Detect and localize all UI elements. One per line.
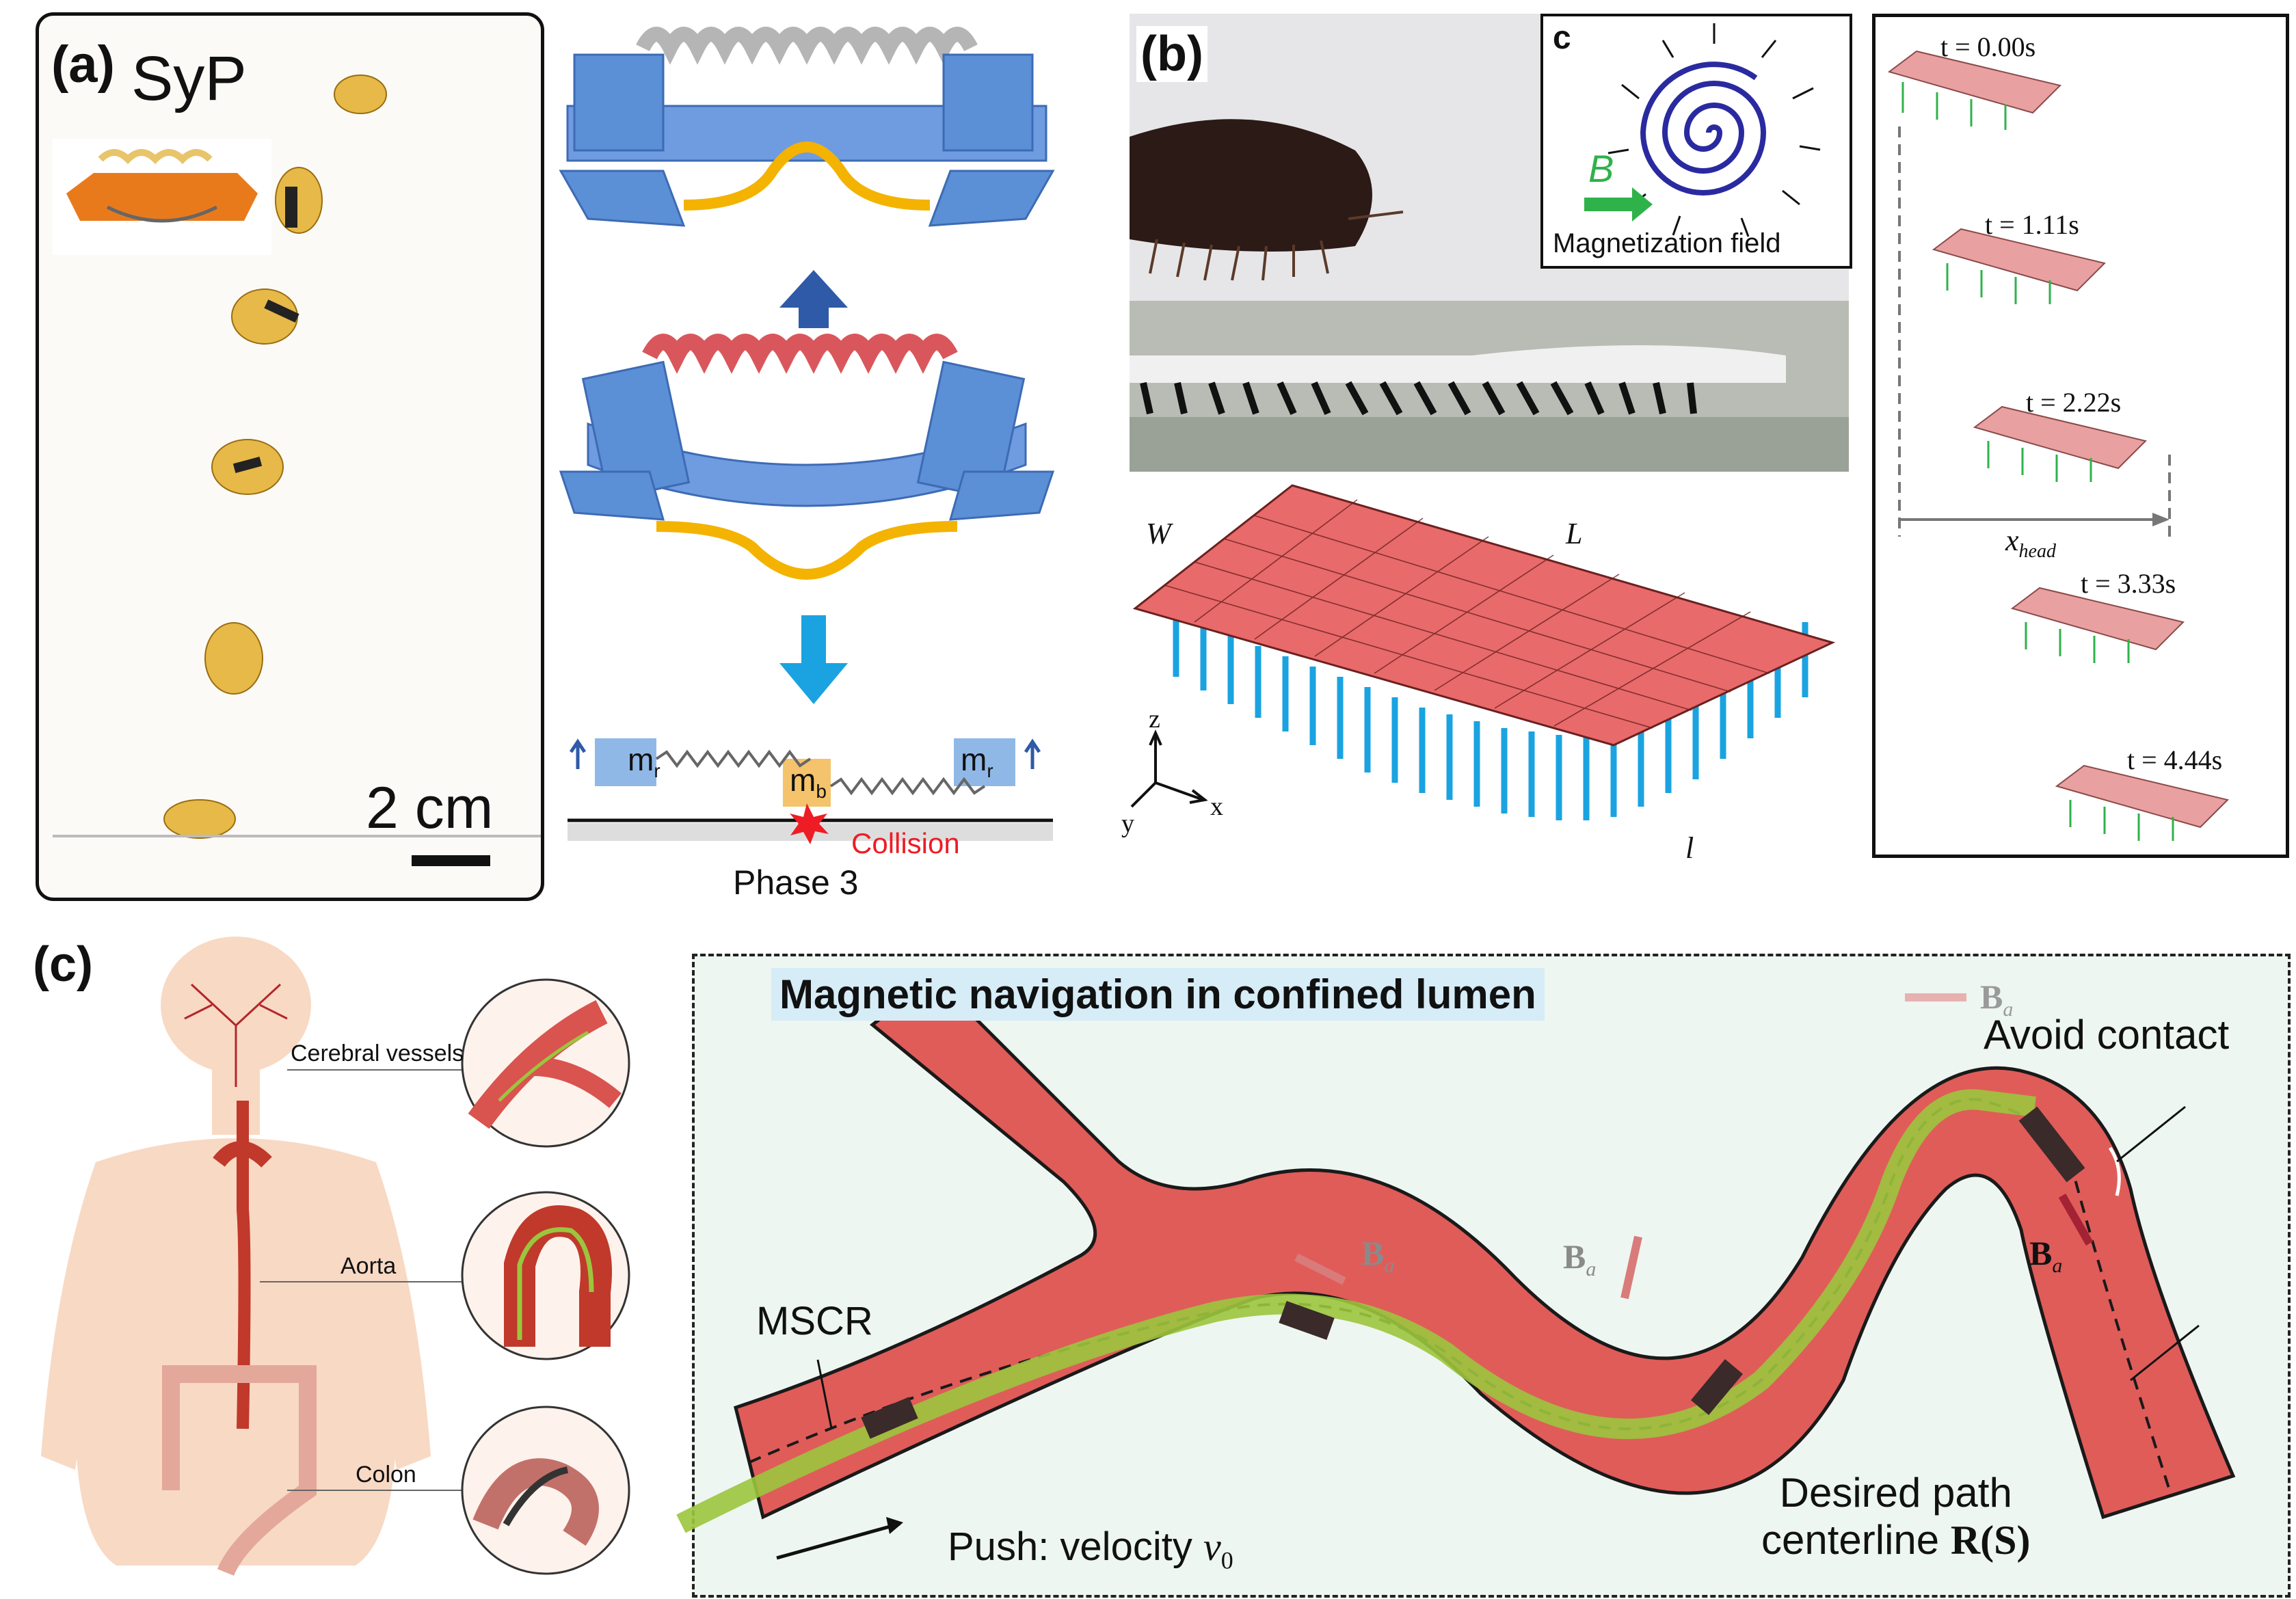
mass-b: mb — [790, 762, 827, 803]
mass-spring-model — [568, 738, 1053, 844]
mass-r-right: mr — [961, 742, 993, 782]
millipede-body — [1130, 119, 1372, 252]
mscr-robot — [676, 1089, 2036, 1533]
down-arrow — [779, 615, 848, 704]
frame-4 — [2055, 764, 2229, 829]
field-label-1: Ba — [1361, 1234, 1395, 1277]
magnetization-spiral — [1584, 23, 1821, 237]
panel-a-schematic: mr mb mr Collision Phase 3 — [547, 0, 1080, 909]
panel-c-anatomy: (c) Cerebral vessels Aorta Colon — [14, 937, 670, 1593]
panel-b-mesh: W L l z x y — [1121, 479, 1846, 889]
mscr-label: MSCR — [756, 1299, 873, 1343]
axes-triad — [1130, 729, 1208, 808]
frame-3 — [2010, 587, 2185, 651]
time-label-1: t = 1.11s — [1985, 209, 2079, 240]
scale-bar-label: 2 cm — [366, 775, 494, 841]
zoom-circle-aorta — [461, 1191, 630, 1360]
panel-a-photo: (a) SyP 2 cm — [36, 12, 544, 901]
field-arrow — [1584, 187, 1653, 221]
collision-burst — [790, 803, 829, 844]
axis-z: z — [1149, 705, 1160, 734]
soft-robot-sheet — [1130, 345, 1786, 383]
organ-label-colon: Colon — [356, 1462, 416, 1488]
field-caption: Magnetization field — [1553, 228, 1781, 258]
scale-bar — [412, 855, 490, 866]
magnetization-inset: c B Magnetization field — [1540, 14, 1852, 269]
panel-a-title: SyP — [131, 44, 247, 113]
panel-b-photos: (b) — [1130, 14, 1849, 472]
panel-c-label: (c) — [33, 937, 93, 992]
magnet-segments — [861, 1106, 2085, 1439]
spring-mechanism-diagram — [559, 27, 1055, 844]
frame-1 — [1932, 228, 2106, 292]
avoid-contact-label: Avoid contact — [1984, 1012, 2230, 1058]
cerebral-vessels-drawing — [184, 983, 288, 1087]
frame-0 — [1887, 50, 2061, 114]
time-label-3: t = 3.33s — [2081, 568, 2176, 599]
mechanism-state-compressed — [559, 334, 1055, 580]
mechanism-state-relaxed — [559, 27, 1055, 227]
x-head-label: xhead — [2005, 524, 2056, 562]
field-symbol: B — [1588, 147, 1614, 190]
jumping-robot-sequence — [53, 75, 541, 866]
robot-frame-6 — [163, 799, 236, 839]
field-label-3: Ba — [1980, 978, 2014, 1021]
push-label: Push: velocity v0 — [948, 1524, 1233, 1574]
field-label-2: Ba — [1563, 1237, 1597, 1280]
mesh-model-diagram — [1130, 484, 1836, 820]
dim-L: L — [1566, 517, 1583, 550]
inset-label: c — [1553, 20, 1571, 56]
mesh-surface — [1132, 484, 1836, 747]
panel-b-label: (b) — [1136, 26, 1207, 82]
magnet-mark — [285, 187, 297, 228]
field-label-4: Ba — [2029, 1234, 2063, 1277]
time-label-2: t = 2.22s — [2026, 387, 2122, 418]
axis-x: x — [1210, 792, 1223, 821]
time-label-4: t = 4.44s — [2127, 744, 2223, 775]
time-label-0: t = 0.00s — [1940, 31, 2036, 62]
panel-a-label: (a) — [51, 36, 115, 94]
robot-frame-1 — [334, 75, 387, 114]
organ-label-aorta: Aorta — [341, 1253, 397, 1279]
dim-l: l — [1685, 831, 1694, 865]
mass-r-left: mr — [628, 742, 660, 782]
time-series-frames — [1887, 50, 2229, 841]
zoom-circle-cerebral — [461, 978, 630, 1148]
dim-W: W — [1146, 517, 1171, 550]
up-arrow — [779, 270, 848, 328]
desired-path-label: Desired path centerline R(S) — [1761, 1470, 2031, 1563]
robot-legs — [1140, 381, 1697, 416]
collision-label: Collision — [851, 827, 960, 859]
human-anatomy-figure — [41, 937, 630, 1576]
robot-frame-5 — [204, 622, 263, 695]
frame-2 — [1973, 405, 2147, 470]
syp-robot-image — [53, 139, 271, 255]
zoom-circle-colon — [461, 1406, 630, 1575]
navigation-title: Magnetic navigation in confined lumen — [771, 968, 1545, 1021]
vessel-navigation-diagram — [676, 974, 2236, 1560]
axis-y: y — [1121, 809, 1134, 838]
time-series-box: t = 0.00s t = 1.11s t = 2.22s t = 3.33s … — [1872, 14, 2289, 858]
field-arrows — [1294, 993, 2094, 1300]
vessel-lumen — [734, 974, 2236, 1520]
navigation-panel: Magnetic navigation in confined lumen Av… — [676, 954, 2291, 1598]
robot-frame-2 — [275, 167, 323, 234]
organ-label-cerebral: Cerebral vessels — [291, 1040, 464, 1066]
phase-label: Phase 3 — [733, 863, 859, 902]
